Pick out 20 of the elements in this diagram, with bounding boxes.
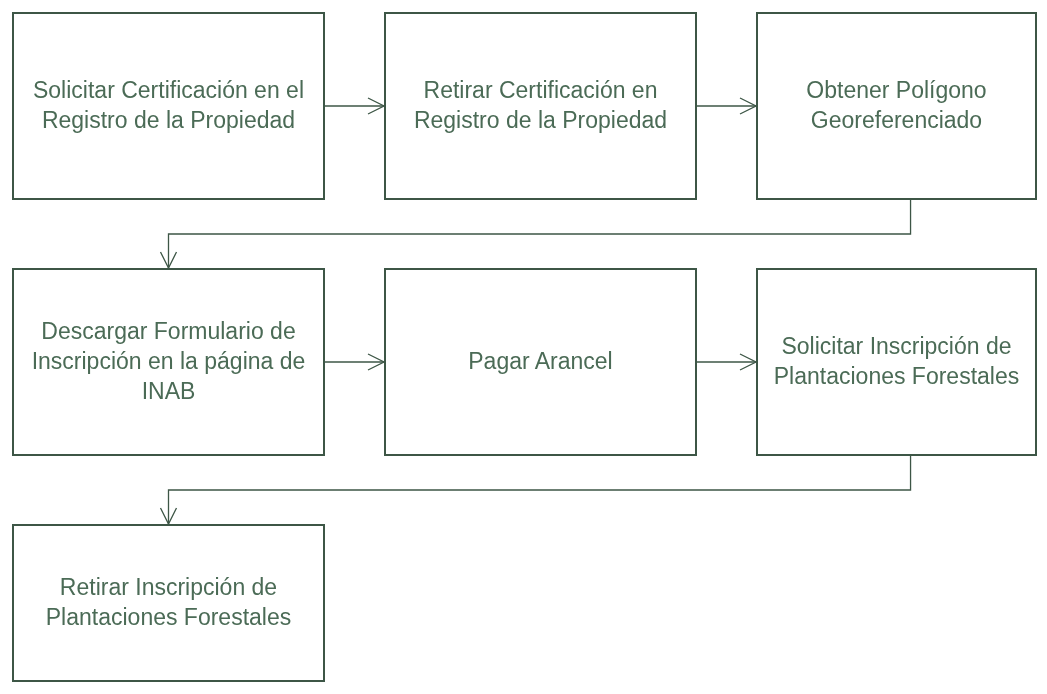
arrow <box>159 455 912 525</box>
process-box <box>756 268 1037 456</box>
step-label: Descargar Formulario de Inscripción en la página de INAB <box>30 317 307 406</box>
step-label: Solicitar Certificación en el Registro de la Propiedad <box>32 76 305 135</box>
process-box <box>12 268 325 456</box>
step-label: Retirar Certificación en Registro de la Propiedad <box>412 76 669 135</box>
arrow <box>696 353 757 371</box>
arrow <box>696 97 757 115</box>
step-label: Solicitar Inscripción de Plantaciones Forestales <box>772 332 1021 391</box>
process-box <box>756 12 1037 200</box>
step-label: Pagar Arancel <box>468 347 613 377</box>
process-box <box>12 524 325 682</box>
process-box <box>384 12 697 200</box>
arrow <box>159 199 912 269</box>
arrow <box>324 97 385 115</box>
process-box <box>384 268 697 456</box>
process-box <box>12 12 325 200</box>
step-label: Obtener Polígono Georeferenciado <box>805 76 988 135</box>
step-label: Retirar Inscripción de Plantaciones Forestales <box>44 573 293 632</box>
arrow <box>324 353 385 371</box>
